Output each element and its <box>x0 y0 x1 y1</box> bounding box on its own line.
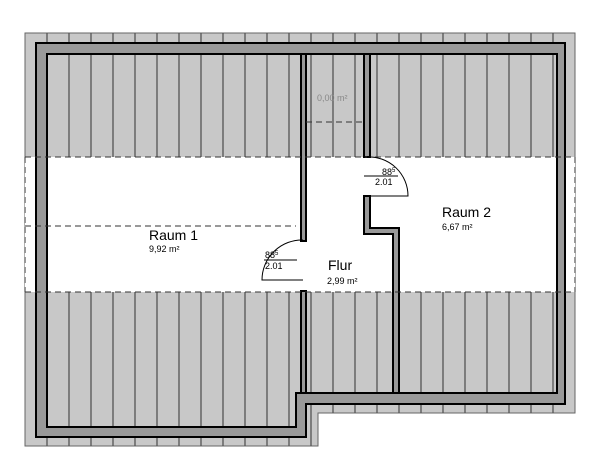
exterior-wall <box>35 42 566 438</box>
door-height-label: 2.01 <box>265 261 283 271</box>
door-raum1[interactable] <box>261 239 308 290</box>
interior-walls <box>300 53 400 394</box>
slope-lines <box>24 121 576 293</box>
door-raum2[interactable] <box>363 156 409 197</box>
room-area-flur: 2,99 m² <box>327 276 358 286</box>
door-width-label: 885 <box>382 167 396 177</box>
door-width-label: 885 <box>265 250 279 260</box>
room-name-raum2: Raum 2 <box>442 204 491 220</box>
room-area-raum1: 9,92 m² <box>149 244 180 254</box>
room-area-raum2: 6,67 m² <box>442 222 473 232</box>
room-area-void: 0,00 m² <box>317 93 348 103</box>
door-height-label: 2.01 <box>375 177 393 187</box>
room-name-raum1: Raum 1 <box>149 227 198 243</box>
room-name-flur: Flur <box>328 257 352 273</box>
